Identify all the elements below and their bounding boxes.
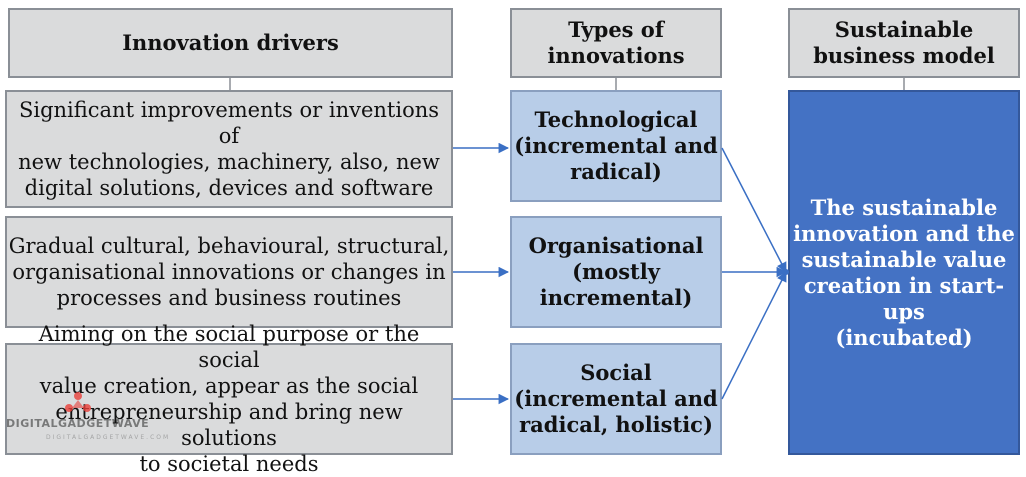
watermark: DIGITALGADGETWAVE DIGITALGADGETWAVE.COM [6,390,168,450]
watermark-logo-icon [65,392,91,412]
header-innovation-drivers-label: Innovation drivers [122,30,339,55]
watermark-text: DIGITALGADGETWAVE [6,417,150,430]
type-box-organisational: Organisational (mostly incremental) [510,216,722,328]
type-text-technological: Technological (incremental and radical) [514,107,718,184]
header-model-label: Sustainable business model [813,17,995,68]
driver-text-technological: Significant improvements or inventions o… [18,98,440,200]
arrow-type-1 [721,147,787,273]
type-text-organisational: Organisational (mostly incremental) [528,233,704,310]
type-box-technological: Technological (incremental and radical) [510,90,722,202]
driver-text-social: Aiming on the social purpose or the soci… [38,322,420,476]
convergence-dot [783,269,789,275]
driver-box-technological: Significant improvements or inventions o… [5,90,453,208]
model-box: The sustainable innovation and the susta… [788,90,1020,455]
header-sustainable-business-model: Sustainable business model [788,8,1020,78]
type-text-social: Social (incremental and radical, holisti… [514,360,718,437]
type-box-social: Social (incremental and radical, holisti… [510,343,722,455]
driver-text-organisational: Gradual cultural, behavioural, structura… [8,234,450,310]
header-innovation-drivers: Innovation drivers [8,8,453,78]
header-types-of-innovations: Types of innovations [510,8,722,78]
arrow-type-3 [721,271,787,400]
watermark-subtext: DIGITALGADGETWAVE.COM [46,434,171,441]
driver-box-organisational: Gradual cultural, behavioural, structura… [5,216,453,328]
model-text: The sustainable innovation and the susta… [793,194,1015,350]
header-types-label: Types of innovations [547,17,685,68]
connector-arrows [229,78,905,405]
